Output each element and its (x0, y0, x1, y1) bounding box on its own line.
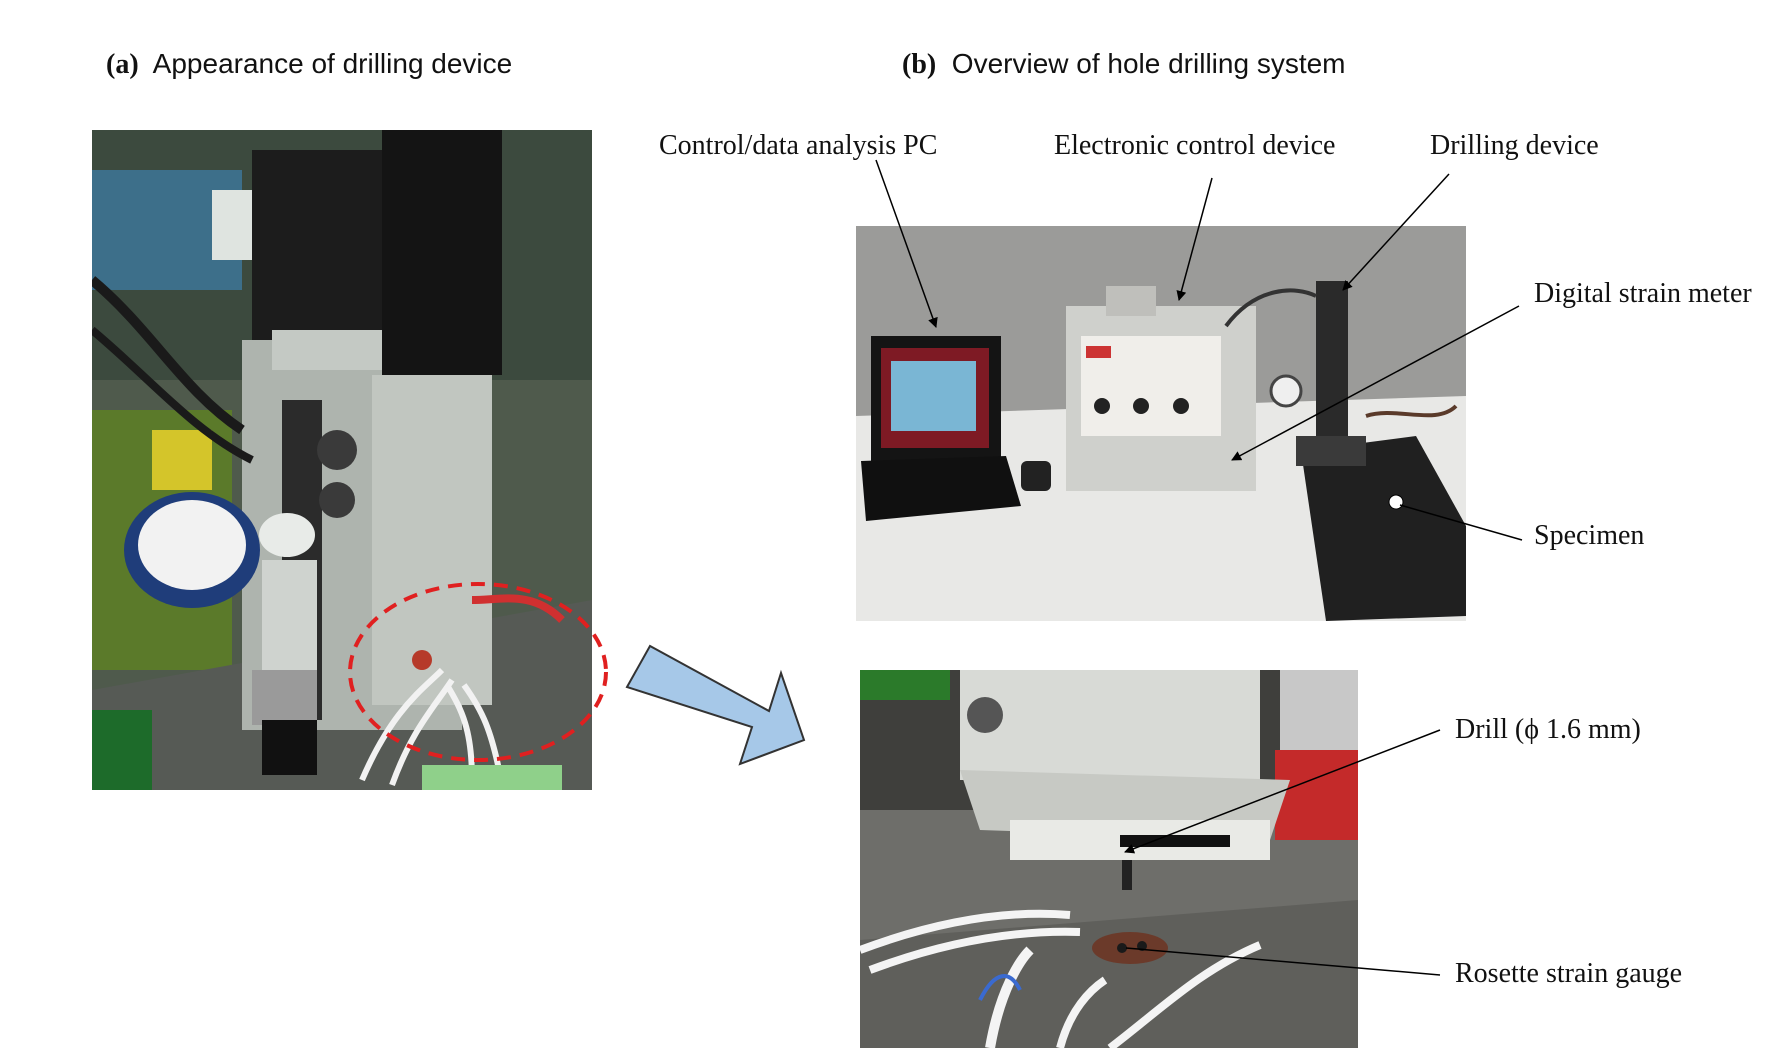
panel-a-tag: (a) (106, 49, 139, 80)
label-specimen: Specimen (1534, 520, 1645, 551)
panel-b-tag: (b) (902, 49, 937, 80)
panel-b-title: (b) Overview of hole drilling system (902, 48, 1346, 81)
panel-b-title-text: Overview of hole drilling system (951, 48, 1346, 79)
drilling-device-photo (92, 130, 592, 790)
label-digital-strain-meter: Digital strain meter (1534, 278, 1752, 309)
zoom-arrow (625, 644, 806, 766)
system-overview-photo (856, 226, 1466, 621)
label-rosette-gauge: Rosette strain gauge (1455, 958, 1683, 989)
label-drill: Drill (ϕ 1.6 mm) (1455, 714, 1641, 745)
label-control-pc: Control/data analysis PC (659, 130, 938, 161)
drill-closeup-photo (860, 670, 1358, 1048)
panel-a-title: (a) Appearance of drilling device (106, 48, 512, 81)
label-electronic-control: Electronic control device (1054, 130, 1336, 161)
panel-a-title-text: Appearance of drilling device (152, 48, 513, 79)
label-drilling-device: Drilling device (1430, 130, 1599, 161)
